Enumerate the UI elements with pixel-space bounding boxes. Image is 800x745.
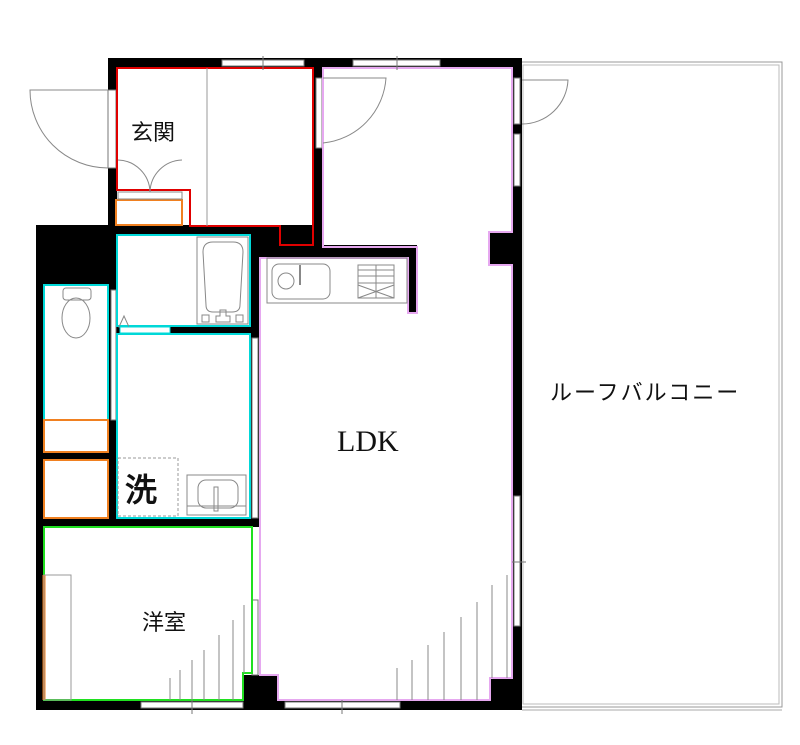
washroom-label: 洗 (125, 471, 158, 509)
storage-upper (43, 419, 109, 453)
entrance-label: 玄関 (131, 121, 176, 146)
washing-machine-space (117, 457, 179, 517)
closet (43, 574, 72, 701)
ldk-outline (259, 67, 513, 701)
kitchen (266, 257, 408, 304)
western-room-diagonal-lines (169, 605, 245, 700)
door-swings (29, 77, 569, 193)
toilet-room-outline (43, 284, 109, 453)
ldk-label: LDK (337, 425, 399, 458)
washbasin (186, 474, 247, 516)
shoe-storage (115, 199, 183, 226)
toilet (61, 287, 92, 339)
washroom-outline (116, 333, 251, 519)
storage-lower (43, 459, 109, 519)
bathroom-outline (116, 234, 251, 327)
bathtub (196, 236, 249, 325)
entrance-outline (116, 67, 314, 246)
ldk-diagonal-lines (396, 575, 508, 700)
roof-balcony-label: ルーフバルコニー (550, 381, 741, 406)
kitchen-sink (271, 263, 331, 300)
western-room-label: 洋室 (142, 611, 187, 636)
kitchen-counter (266, 257, 408, 304)
